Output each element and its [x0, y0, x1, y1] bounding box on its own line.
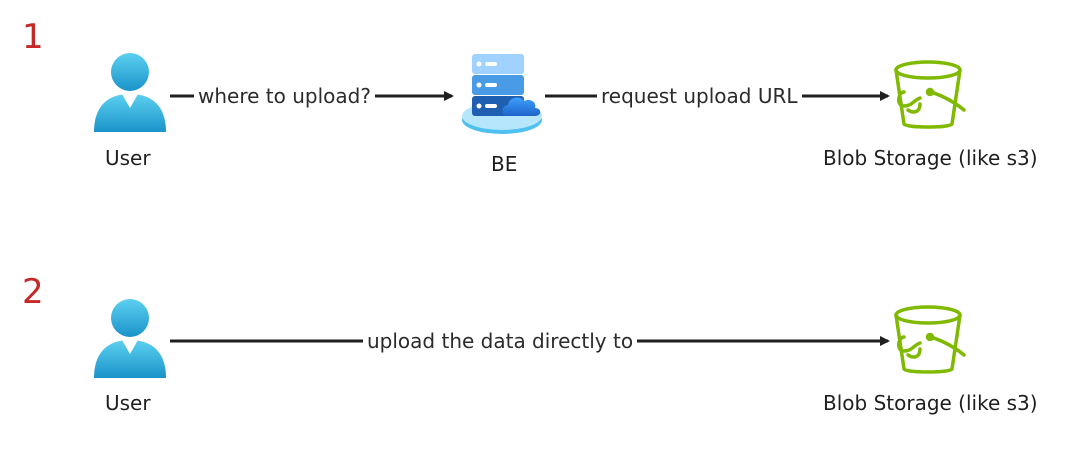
step-2-storage-label: Blob Storage (like s3)	[823, 391, 1038, 415]
step-1-edge-label-where-to-upload: where to upload?	[194, 86, 375, 106]
user-icon	[94, 53, 166, 132]
step-2-edge-label-upload-directly: upload the data directly to	[363, 331, 638, 351]
step-1-storage-label: Blob Storage (like s3)	[823, 146, 1038, 170]
user-icon	[94, 299, 166, 378]
step-2-number: 2	[22, 272, 44, 312]
step-1-number: 1	[22, 17, 44, 57]
server-cloud-icon	[462, 54, 542, 134]
step-1-edge-label-request-upload-url: request upload URL	[597, 86, 802, 106]
step-1-user-label: User	[105, 146, 151, 170]
backend-label: BE	[491, 152, 518, 176]
bucket-icon	[894, 60, 966, 129]
bucket-icon	[894, 305, 966, 374]
step-2-user-label: User	[105, 391, 151, 415]
